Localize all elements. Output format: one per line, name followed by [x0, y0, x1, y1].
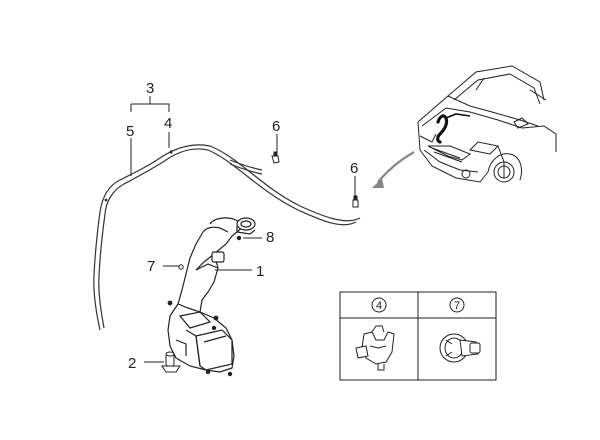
nozzle-6-right: [352, 195, 359, 208]
washer-pump: [161, 351, 181, 373]
callout-7: 7: [147, 258, 155, 275]
legend-header-4: 4: [376, 300, 382, 312]
clip-4-illustration: [355, 325, 395, 371]
callout-1: 1: [256, 263, 264, 280]
washer-hose: [93, 144, 361, 331]
clip-8: [236, 235, 242, 241]
callout-3: 3: [146, 80, 154, 97]
clip-7: [178, 264, 184, 270]
hose-clips: [104, 150, 173, 202]
vehicle-location-illustration: [417, 65, 557, 183]
callout-6-right: 6: [350, 160, 358, 177]
clip-7-illustration: [439, 333, 481, 363]
legend-header-7: 7: [454, 300, 460, 312]
callout-2: 2: [128, 355, 136, 372]
hood-hose-highlight: [436, 114, 449, 144]
washer-reservoir: [167, 217, 256, 377]
hood-hose-highlight-2: [445, 113, 471, 119]
callout-4: 4: [164, 115, 172, 132]
callout-5: 5: [126, 123, 134, 140]
nozzle-6-upper: [271, 151, 280, 164]
leader-lines: [130, 96, 356, 363]
callout-8: 8: [266, 229, 274, 246]
callout-6-upper: 6: [272, 118, 280, 135]
location-arrow: [372, 151, 415, 188]
